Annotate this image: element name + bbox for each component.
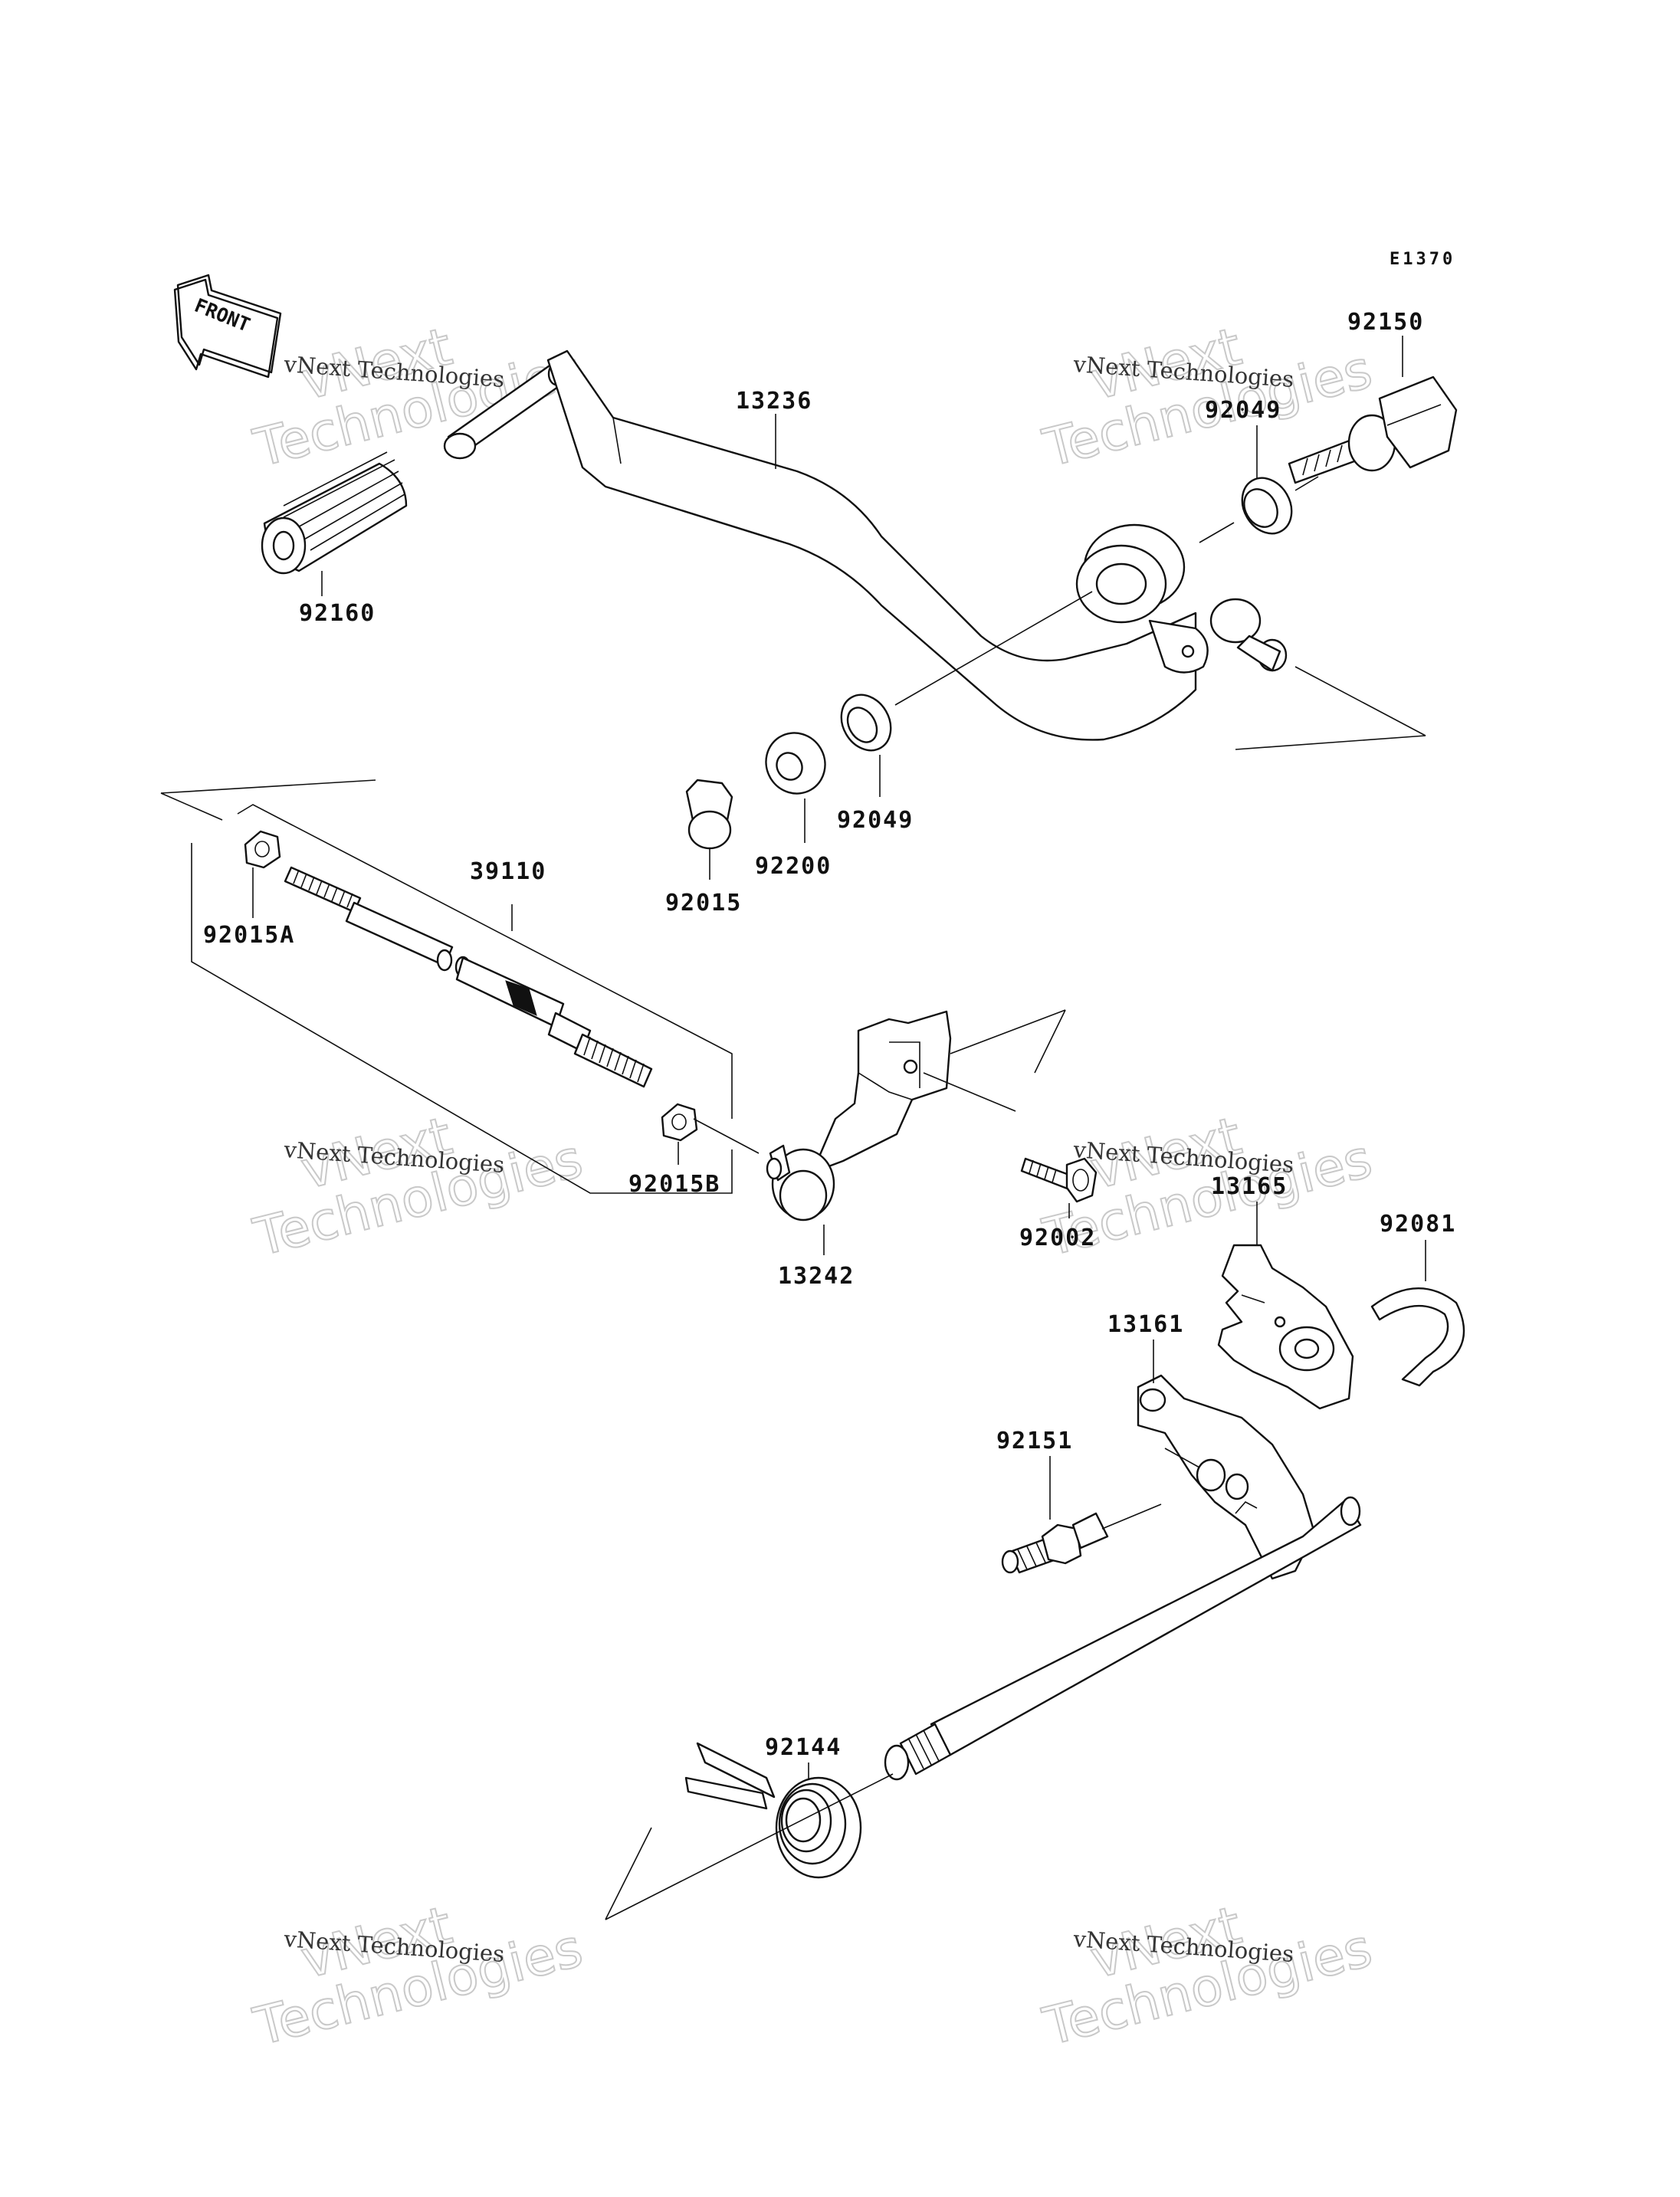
- part-label-92200: 92200: [755, 853, 832, 880]
- collar-washer: [765, 732, 826, 795]
- front-arrow-icon: FRONT: [173, 274, 282, 379]
- oil-seal-lower: [840, 694, 892, 752]
- lock-nut-a: [244, 830, 281, 869]
- part-label-92151: 92151: [996, 1428, 1073, 1454]
- part-label-39110: 39110: [470, 858, 546, 885]
- return-spring: [684, 1742, 862, 1879]
- part-label-92144: 92144: [765, 1734, 842, 1761]
- tie-rod: [284, 866, 653, 1088]
- lock-nut-b: [661, 1103, 698, 1142]
- part-label-92160: 92160: [299, 600, 376, 627]
- part-label-13236: 13236: [736, 388, 812, 415]
- part-label-92049-upper: 92049: [1205, 397, 1281, 424]
- circlip: [1370, 1287, 1465, 1387]
- shift-shaft: [884, 1374, 1362, 1781]
- shift-arm: [766, 1010, 952, 1221]
- watermark-mid-left: vNext Technologies: [248, 1105, 589, 1269]
- stopper-bolt: [1001, 1512, 1109, 1574]
- part-label-92015: 92015: [665, 890, 742, 917]
- part-label-92049-lower: 92049: [837, 807, 914, 834]
- clamp-bolt: [1020, 1157, 1098, 1203]
- watermark-bottom-right: vNext Technologies: [1037, 1894, 1379, 2058]
- oil-seal-upper: [1241, 477, 1293, 535]
- pivot-bolt: [1288, 375, 1458, 484]
- part-label-92081: 92081: [1380, 1211, 1456, 1238]
- footpeg-rubber: [261, 451, 408, 575]
- part-label-92002: 92002: [1019, 1225, 1096, 1251]
- part-label-92015A: 92015A: [203, 922, 295, 949]
- acorn-nut: [685, 779, 733, 850]
- part-label-13242: 13242: [778, 1263, 855, 1290]
- part-label-13165: 13165: [1211, 1173, 1288, 1200]
- part-label-92015B: 92015B: [628, 1171, 720, 1198]
- diagram-reference: E1370: [1390, 250, 1455, 269]
- shift-plate: [1217, 1244, 1354, 1410]
- shift-pedal: [443, 349, 1426, 750]
- tie-rod-bracket: [160, 779, 733, 1194]
- watermark-bottom-left: vNext Technologies: [248, 1894, 589, 2058]
- part-label-13161: 13161: [1107, 1311, 1184, 1338]
- part-label-92150: 92150: [1347, 309, 1424, 336]
